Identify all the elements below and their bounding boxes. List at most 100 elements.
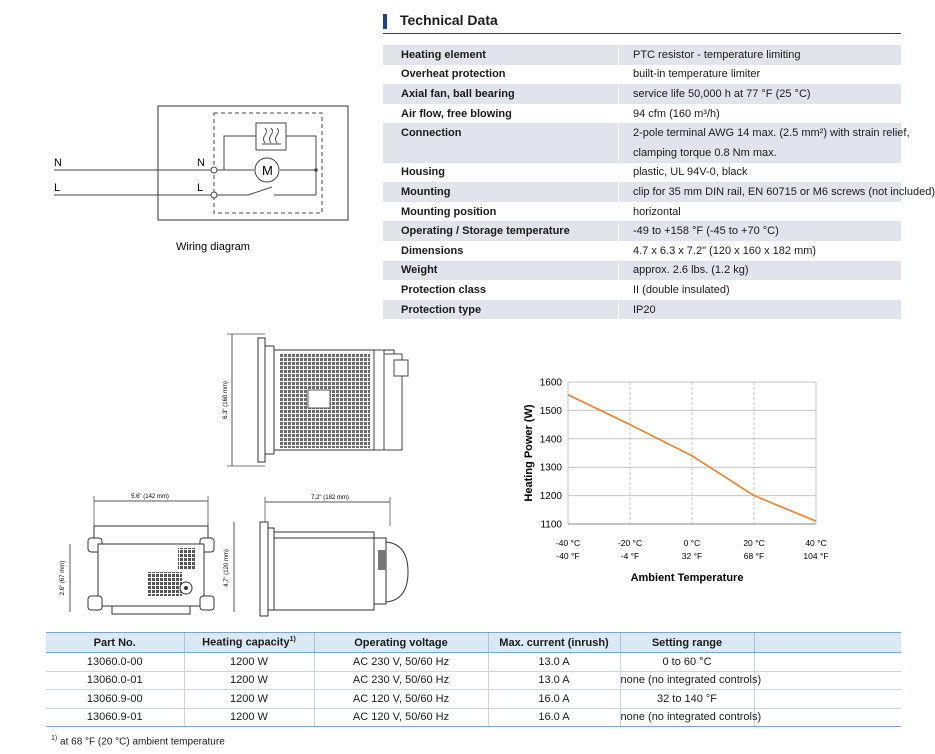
- cell-empty: [753, 708, 901, 727]
- tech-label: Connection: [383, 123, 619, 143]
- tech-value: clip for 35 mm DIN rail, EN 60715 or M6 …: [618, 182, 935, 202]
- y-tick-label: 1300: [540, 463, 563, 474]
- x-tick-label-c: -40 °C: [556, 538, 580, 548]
- cell-setting-range: none (no integrated controls): [619, 708, 761, 727]
- header-part-no: Part No.: [46, 632, 184, 653]
- tech-label: Operating / Storage temperature: [383, 221, 619, 241]
- tech-value: 94 cfm (160 m³/h): [618, 103, 901, 124]
- label-l: L: [54, 182, 60, 194]
- terminal-n: [210, 166, 218, 174]
- cell-operating-voltage: AC 230 V, 50/60 Hz: [313, 671, 488, 690]
- x-tick-label-c: 20 °C: [743, 538, 764, 548]
- tech-value: service life 50,000 h at 77 °F (25 °C): [618, 84, 901, 104]
- x-tick-label-f: -4 °F: [621, 551, 640, 561]
- motor-icon: [254, 157, 280, 183]
- tech-label: Weight: [383, 260, 619, 281]
- table-row: 13060.9-00 1200 W AC 120 V, 50/60 Hz 16.…: [46, 689, 901, 709]
- header-operating-voltage: Operating voltage: [313, 632, 488, 653]
- tech-label: Mounting: [383, 182, 619, 202]
- terminal-l: [210, 191, 218, 199]
- tech-value: approx. 2.6 lbs. (1.2 kg): [618, 260, 901, 281]
- dimension-drawings: 6.3" (160 mm) 5.6" (142 mm) 2.6" (67 mm): [60, 333, 409, 617]
- header-heating-capacity: Heating capacity1): [183, 632, 314, 653]
- cell-part-no: 13060.0-00: [46, 652, 184, 672]
- x-tick-label-f: -40 °F: [556, 551, 579, 561]
- cell-max-current: 13.0 A: [487, 652, 620, 672]
- heading-accent-bar: [383, 14, 387, 29]
- chart-grid: [567, 381, 817, 525]
- dim-width: 5.6" (142 mm): [131, 494, 169, 500]
- cell-heating-capacity: 1200 W: [183, 652, 314, 672]
- cell-setting-range: none (no integrated controls): [619, 671, 761, 690]
- footnote: 1) at 68 °F (20 °C) ambient temperature: [51, 735, 225, 747]
- tech-value: -49 to +158 °F (-45 to +70 °C): [618, 221, 901, 241]
- y-axis-label: Heating Power (W): [523, 404, 535, 502]
- tech-row: Protection class II (double insulated): [383, 280, 901, 300]
- cell-part-no: 13060.0-01: [46, 671, 184, 690]
- tech-value: 2-pole terminal AWG 14 max. (2.5 mm²) wi…: [618, 123, 910, 143]
- tech-value: II (double insulated): [618, 280, 901, 300]
- tech-row: Air flow, free blowing 94 cfm (160 m³/h): [383, 103, 901, 124]
- heading-rule: [383, 33, 901, 34]
- tech-row: Operating / Storage temperature-49 to +1…: [383, 221, 901, 241]
- tech-data-heading: Technical Data: [383, 12, 901, 34]
- spec-header-row: Part No. Heating capacity1) Operating vo…: [46, 632, 901, 653]
- wiring-diagram: N L N L M Wiring diagram: [54, 105, 349, 253]
- header-empty: [753, 632, 901, 653]
- side-view: 7.2" (182 mm) 4.7" (120 mm): [224, 495, 409, 617]
- top-view: 6.3" (160 mm): [223, 333, 409, 467]
- tech-label: Protection class: [401, 283, 486, 296]
- tech-value: built-in temperature limiter: [618, 64, 901, 85]
- limiter-switch: [247, 186, 273, 196]
- spec-table: Part No. Heating capacity1) Operating vo…: [46, 632, 901, 727]
- tech-label: Housing: [401, 166, 445, 179]
- cell-part-no: 13060.9-00: [46, 689, 184, 709]
- header-setting-range: Setting range: [619, 632, 754, 653]
- dim-height: 6.3" (160 mm): [223, 381, 229, 419]
- header-note-mark: 1): [289, 636, 296, 644]
- tech-value: 4.7 x 6.3 x 7.2" (120 x 160 x 182 mm): [618, 240, 901, 261]
- x-tick-label-c: -20 °C: [618, 538, 642, 548]
- label-n: N: [54, 157, 62, 169]
- cell-heating-capacity: 1200 W: [183, 689, 314, 709]
- device-boundary: [213, 112, 323, 214]
- tech-value: IP20: [618, 299, 901, 320]
- tech-label: Axial fan, ball bearing: [383, 84, 619, 104]
- tech-label: Air flow, free blowing: [401, 107, 512, 120]
- y-tick-label: 1100: [540, 520, 562, 531]
- header-max-current: Max. current (inrush): [487, 632, 620, 653]
- tech-row: Dimensions 4.7 x 6.3 x 7.2" (120 x 160 x …: [383, 240, 901, 261]
- cell-empty: [753, 671, 901, 690]
- tech-row: clamping torque 0.8 Nm max.: [383, 142, 901, 163]
- y-tick-label: 1600: [540, 378, 563, 389]
- tech-label: [383, 142, 619, 163]
- tech-label: Dimensions: [401, 244, 464, 257]
- motor-label: M: [262, 163, 273, 178]
- tech-value: horizontal: [618, 201, 901, 222]
- tech-value: PTC resistor - temperature limiting: [618, 45, 901, 65]
- tech-value: clamping torque 0.8 Nm max.: [618, 142, 901, 163]
- table-row: 13060.9-01 1200 W AC 120 V, 50/60 Hz 16.…: [46, 708, 901, 727]
- tech-label: Heating element: [383, 45, 619, 65]
- cell-empty: [753, 689, 901, 709]
- tech-data-title: Technical Data: [400, 12, 498, 28]
- cell-operating-voltage: AC 120 V, 50/60 Hz: [313, 689, 488, 709]
- table-row: 13060.0-01 1200 W AC 230 V, 50/60 Hz 13.…: [46, 671, 901, 690]
- terminal-n-label: N: [197, 157, 205, 169]
- series-line: [567, 394, 817, 522]
- cell-max-current: 16.0 A: [487, 708, 620, 727]
- x-axis-label: Ambient Temperature: [631, 572, 744, 584]
- x-tick-label-f: 68 °F: [744, 551, 764, 561]
- tech-value: plastic, UL 94V-0, black: [618, 162, 901, 183]
